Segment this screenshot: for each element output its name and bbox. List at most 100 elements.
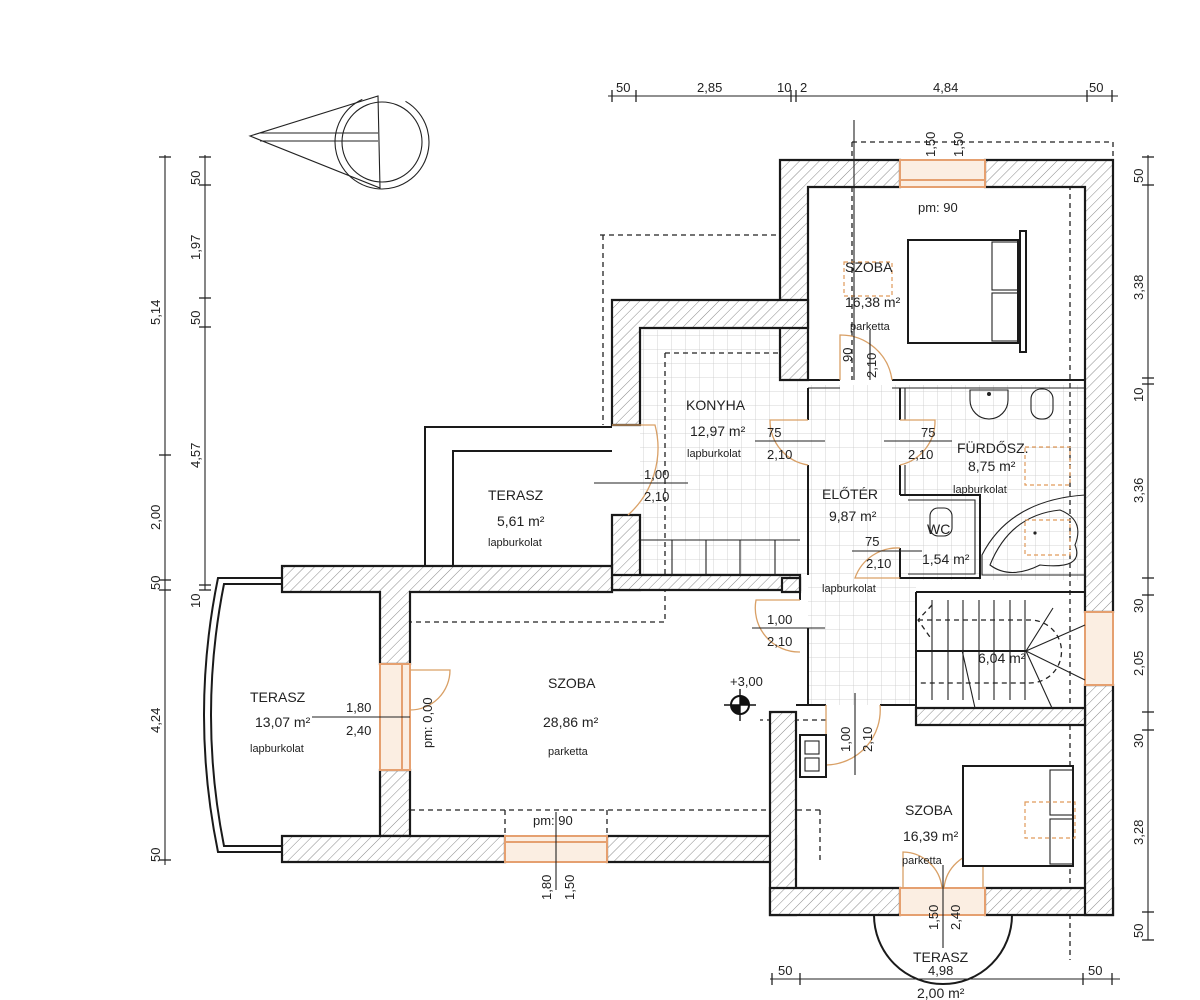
room-name: WC [927, 521, 950, 537]
dim-left-inner-4: 4,57 [188, 443, 203, 468]
dim-right-8: 3,28 [1131, 820, 1146, 845]
room-name: SZOBA [845, 259, 893, 275]
dim-right-1: 50 [1131, 169, 1146, 183]
room-area: 16,38 m² [845, 294, 901, 310]
tiled-floors [640, 330, 1085, 705]
szoba-door-width: 90 [840, 348, 855, 362]
west-door-width: 1,80 [346, 700, 371, 715]
dim-top-4: 2 [800, 80, 807, 95]
bed-north [907, 230, 1027, 353]
room-area: 1,54 m² [922, 551, 970, 567]
level-marker-value: +3,00 [730, 674, 763, 689]
north-window-sill: pm: 90 [918, 200, 958, 215]
room-label-terasz-south: TERASZ 2,00 m² [913, 949, 969, 1000]
room-area: 2,00 m² [917, 985, 965, 1000]
room-label-szoba-north: SZOBA 16,38 m² parketta [845, 259, 901, 333]
konyha-door-height: 2,10 [767, 447, 792, 462]
dim-left-inner-2: 1,97 [188, 235, 203, 260]
dim-left-inner-5: 10 [188, 594, 203, 608]
dim-right-4: 3,36 [1131, 478, 1146, 503]
room-label-wc: WC 1,54 m² [922, 521, 970, 567]
dim-left-outer-2: 2,00 [148, 505, 163, 530]
room-material: lapburkolat [687, 448, 741, 460]
main-door-width: 1,00 [767, 612, 792, 627]
room-area: 13,07 m² [255, 714, 311, 730]
dim-top-1: 50 [616, 80, 630, 95]
dim-left-outer-4: 4,24 [148, 708, 163, 733]
toilet-icon [1030, 388, 1054, 420]
dim-bottom-1: 50 [778, 963, 792, 978]
dim-top-3: 10 [777, 80, 791, 95]
level-marker-icon [724, 689, 756, 721]
wardrobe-marker [843, 261, 893, 297]
south-szoba-door-height: 2,10 [860, 727, 875, 752]
dim-right-7: 30 [1131, 734, 1146, 748]
room-name: SZOBA [548, 675, 596, 691]
walls [280, 158, 1115, 917]
dim-left-outer-1: 5,14 [148, 300, 163, 325]
doors [409, 334, 984, 889]
szoba-door-height: 2,10 [864, 353, 879, 378]
room-area: 12,97 m² [690, 423, 746, 439]
south-szoba-door-width: 1,00 [838, 727, 853, 752]
room-material: lapburkolat [953, 484, 1007, 496]
room-label-eloter: ELŐTÉR 9,87 m² lapburkolat [822, 486, 878, 595]
room-name: TERASZ [913, 949, 969, 965]
room-name: SZOBA [905, 802, 953, 818]
room-material: lapburkolat [488, 537, 542, 549]
dim-left-inner-1: 50 [188, 171, 203, 185]
wc-door-width: 75 [865, 534, 879, 549]
dim-bottom-2: 4,98 [928, 963, 953, 978]
room-name: KONYHA [686, 397, 746, 413]
leader-lines [312, 120, 952, 948]
stove-icon [799, 734, 827, 778]
dim-left-inner-3: 50 [188, 311, 203, 325]
south-window-sill: pm: 90 [533, 813, 573, 828]
room-label-furdosz: FÜRDŐSZ. 8,75 m² lapburkolat [953, 439, 1029, 496]
furniture [799, 230, 1086, 867]
dim-left-outer-3: 50 [148, 576, 163, 590]
dim-right-5: 30 [1131, 599, 1146, 613]
dim-right-2: 3,38 [1131, 275, 1146, 300]
room-label-konyha: KONYHA 12,97 m² lapburkolat [686, 397, 746, 460]
dim-right-6: 2,05 [1131, 651, 1146, 676]
dim-right-3: 10 [1131, 388, 1146, 402]
washer-marker [1024, 446, 1071, 486]
north-arrow-icon [248, 94, 430, 190]
room-area: 28,86 m² [543, 714, 599, 730]
room-area: 8,75 m² [968, 458, 1016, 474]
room-label-szoba-main: SZOBA 28,86 m² parketta [543, 675, 599, 758]
konyha-door-width: 75 [767, 425, 781, 440]
furdo-door-height: 2,10 [908, 447, 933, 462]
room-label-stairs: 6,04 m² [978, 650, 1026, 666]
furdo-door-width: 75 [921, 425, 935, 440]
balcony-door-height: 2,40 [948, 905, 963, 930]
dim-top-2: 2,85 [697, 80, 722, 95]
partition-walls [612, 379, 1085, 708]
wc-door-height: 2,10 [866, 556, 891, 571]
room-area: 9,87 m² [829, 508, 877, 524]
room-label-terasz-small: TERASZ 5,61 m² lapburkolat [488, 487, 545, 549]
dim-top-6: 50 [1089, 80, 1103, 95]
room-material: lapburkolat [250, 743, 304, 755]
dim-bottom-3: 50 [1088, 963, 1102, 978]
north-window-width: 1,50 [923, 132, 938, 157]
wc-toilet-icon [929, 507, 953, 537]
staircase [916, 600, 1086, 709]
dim-top-5: 4,84 [933, 80, 958, 95]
room-name: FÜRDŐSZ. [957, 439, 1029, 456]
dim-left-outer-5: 50 [148, 848, 163, 862]
south-window-width: 1,80 [539, 875, 554, 900]
room-label-szoba-south: SZOBA 16,39 m² parketta [902, 802, 959, 867]
room-material: parketta [850, 321, 891, 333]
west-door-height: 2,40 [346, 723, 371, 738]
room-area: 16,39 m² [903, 828, 959, 844]
room-material: parketta [902, 855, 943, 867]
dim-right-9: 50 [1131, 924, 1146, 938]
bathtub-icon [981, 494, 1086, 576]
room-area: 6,04 m² [978, 650, 1026, 666]
room-material: parketta [548, 746, 589, 758]
south-window-height: 1,50 [562, 875, 577, 900]
main-door-height: 2,10 [767, 634, 792, 649]
room-area: 5,61 m² [497, 513, 545, 529]
